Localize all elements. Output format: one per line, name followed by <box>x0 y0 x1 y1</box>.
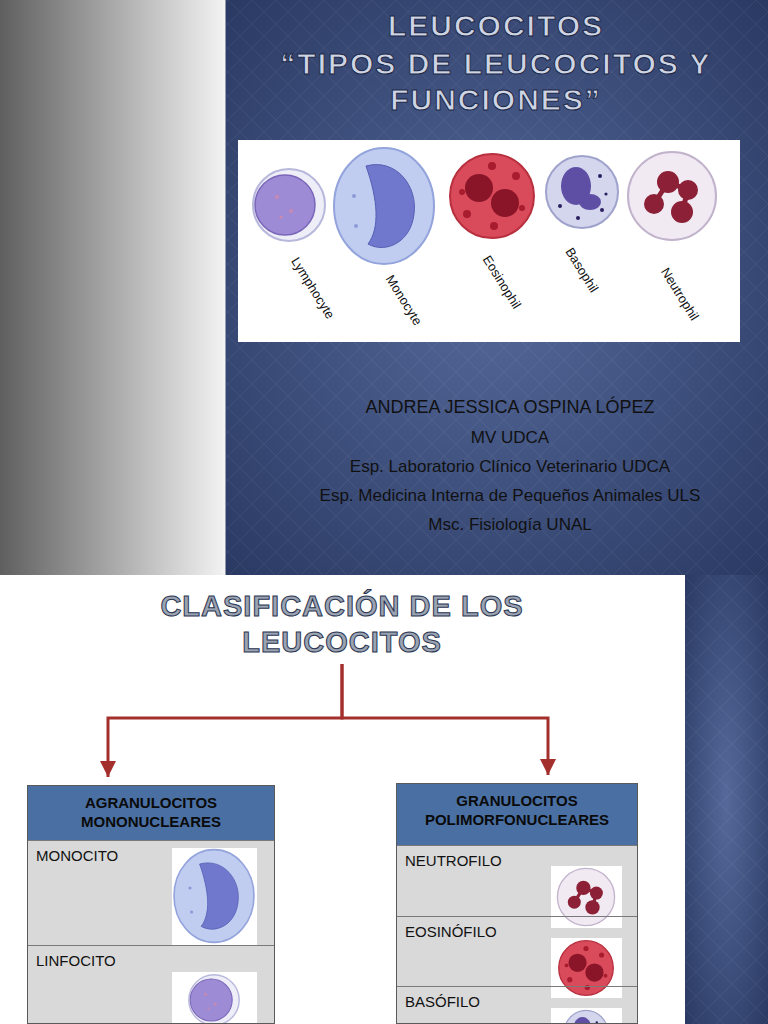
slide-title: LEUCOCITOS <box>226 8 766 44</box>
author-credential: MV UDCA <box>240 427 768 448</box>
table-row: LINFOCITO <box>28 945 274 1024</box>
cell-caption: Basophil <box>562 245 601 295</box>
image-frame <box>238 140 740 342</box>
hierarchy-arrow <box>108 664 342 777</box>
gray-panel <box>0 0 224 575</box>
strip-pattern <box>685 575 768 1024</box>
row-label: MONOCITO <box>28 841 204 865</box>
cell-caption: Eosinophil <box>480 253 525 312</box>
table-header: GRANULOCITOS POLIMORFONUCLEARES <box>397 784 637 836</box>
author-credential: Esp. Laboratorio Clínico Veterinario UDC… <box>240 456 768 477</box>
thumbnail-frame <box>551 938 622 998</box>
cell-caption: Monocyte <box>383 272 426 328</box>
table-header-fill <box>27 785 275 840</box>
author-credential: Esp. Medicina Interna de Pequeños Animal… <box>240 485 768 506</box>
classification-table: MONOCITO LINFOCITO AGRANULOCITOS MONONUCLE… <box>27 785 275 1024</box>
white-slide <box>0 575 685 1024</box>
table-row: NEUTROFILO <box>397 845 637 916</box>
blue-strip <box>685 575 768 1024</box>
table-header-fill <box>396 783 638 845</box>
row-label: NEUTROFILO <box>397 846 573 870</box>
table-row-fill <box>396 845 638 1024</box>
row-label: LINFOCITO <box>28 946 204 970</box>
eosinophil-illustration <box>450 154 534 238</box>
neutrophil-thumbnail <box>557 868 614 925</box>
cell-caption: Lymphocyte <box>288 255 338 322</box>
lymphocyte-illustration <box>253 169 325 241</box>
basophil-thumbnail <box>564 1010 607 1024</box>
basophil-illustration <box>546 156 618 228</box>
thumbnail-frame <box>172 848 257 945</box>
hierarchy-arrow <box>342 664 548 775</box>
heading-text: CLASIFICACIÓN DE LOS LEUCOCITOS <box>107 588 577 660</box>
author-credential: Msc. Fisiología UNAL <box>240 514 768 535</box>
eosinophil-thumbnail <box>559 941 614 996</box>
row-label: BASÓFILO <box>397 987 573 1011</box>
thumbnail-frame <box>551 866 622 928</box>
cell-caption: Neutrophil <box>658 265 702 323</box>
author-name: ANDREA JESSICA OSPINA LÓPEZ <box>240 396 768 418</box>
table-row: BASÓFILO <box>397 986 637 1024</box>
table-header: AGRANULOCITOS MONONUCLEARES <box>28 786 274 838</box>
lymphocyte-thumbnail <box>189 975 239 1024</box>
slide-subtitle: “TIPOS DE LEUCOCITOS Y FUNCIONES” <box>226 46 766 118</box>
table-row: EOSINÓFILO <box>397 916 637 986</box>
classification-table: NEUTROFILO EOSINÓFILO BASÓFILO GRANULOCITOS… <box>396 783 638 1024</box>
monocyte-illustration <box>334 148 434 264</box>
panel-divider <box>224 0 226 575</box>
table-row: MONOCITO <box>28 840 274 945</box>
monocyte-thumbnail <box>174 850 254 943</box>
row-label: EOSINÓFILO <box>397 917 573 941</box>
neutrophil-illustration <box>628 152 716 240</box>
classification-heading: CLASIFICACIÓN DE LOS LEUCOCITOS <box>107 588 577 660</box>
